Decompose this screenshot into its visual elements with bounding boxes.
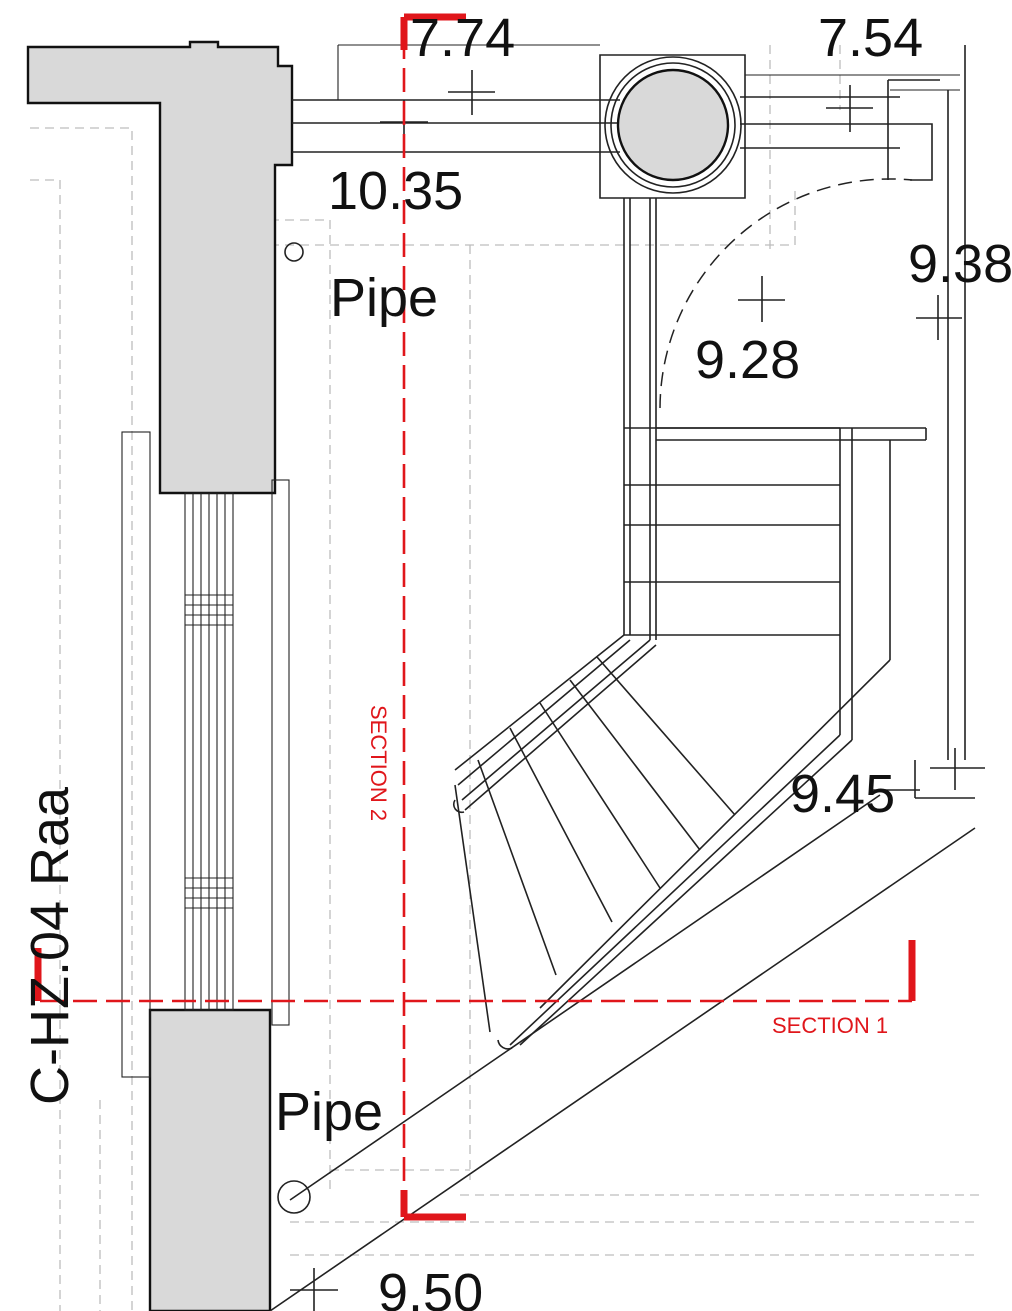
level-markers bbox=[290, 70, 985, 1311]
pipe-label: Pipe bbox=[275, 1082, 383, 1142]
door-swing-arc bbox=[659, 178, 913, 409]
level-label: 9.38 bbox=[908, 234, 1012, 294]
pipe-label: Pipe bbox=[330, 268, 438, 328]
section-2-label: SECTION 2 bbox=[366, 705, 391, 821]
section-1-label: SECTION 1 bbox=[772, 1013, 888, 1038]
labels: 7.74 7.54 10.35 9.38 9.28 9.45 9.50 Pipe… bbox=[20, 8, 1012, 1311]
level-label: 9.28 bbox=[695, 330, 800, 390]
room-label: C-HZ.04 Raa bbox=[20, 786, 80, 1105]
level-label: 7.54 bbox=[818, 8, 923, 68]
stair bbox=[269, 198, 976, 1311]
section-markers bbox=[34, 13, 916, 1221]
level-label: 7.74 bbox=[410, 8, 515, 68]
walls bbox=[26, 40, 294, 1311]
window-frame bbox=[121, 431, 290, 1078]
upper-wall bbox=[26, 40, 294, 495]
lower-wall bbox=[148, 1008, 272, 1311]
level-label: 9.45 bbox=[790, 764, 895, 824]
level-label: 9.50 bbox=[378, 1263, 483, 1311]
pipe-upper bbox=[284, 242, 304, 262]
level-label: 10.35 bbox=[328, 161, 463, 221]
beam-and-column bbox=[292, 44, 960, 199]
pipe-lower bbox=[277, 1180, 311, 1214]
right-wall-lines bbox=[914, 45, 975, 799]
hidden-lines bbox=[30, 45, 980, 1311]
